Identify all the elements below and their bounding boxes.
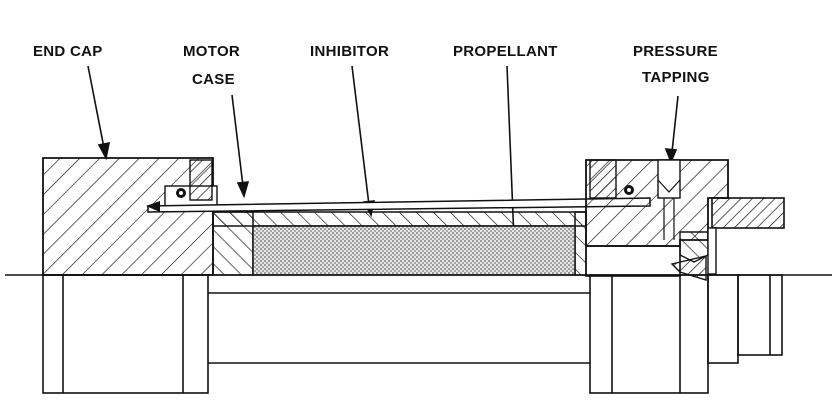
inhibitor-label: INHIBITOR	[310, 43, 389, 60]
propellant-label: PROPELLANT	[453, 43, 558, 60]
right-end-section	[585, 159, 785, 281]
motor-case-label-line1: MOTOR	[183, 43, 240, 60]
end-cap-label: END CAP	[33, 43, 103, 60]
motor-case-shell	[146, 197, 651, 213]
end-cap-section	[42, 157, 218, 276]
pressure-tapping-label-line2: TAPPING	[642, 69, 710, 86]
end-cap-arrow	[87, 65, 111, 161]
propellant-grain	[252, 225, 576, 276]
motor-case-label-line2: CASE	[192, 71, 235, 88]
inhibitor-arrow	[351, 65, 376, 218]
left-end-cap-outline	[42, 274, 209, 394]
motor-case-arrow	[231, 94, 250, 199]
pressure-tapping-arrow	[664, 95, 679, 165]
pressure-tapping-label-line1: PRESSURE	[633, 43, 718, 60]
motor-body-lower-outline	[208, 292, 590, 364]
inhibitor-layer	[212, 211, 587, 276]
